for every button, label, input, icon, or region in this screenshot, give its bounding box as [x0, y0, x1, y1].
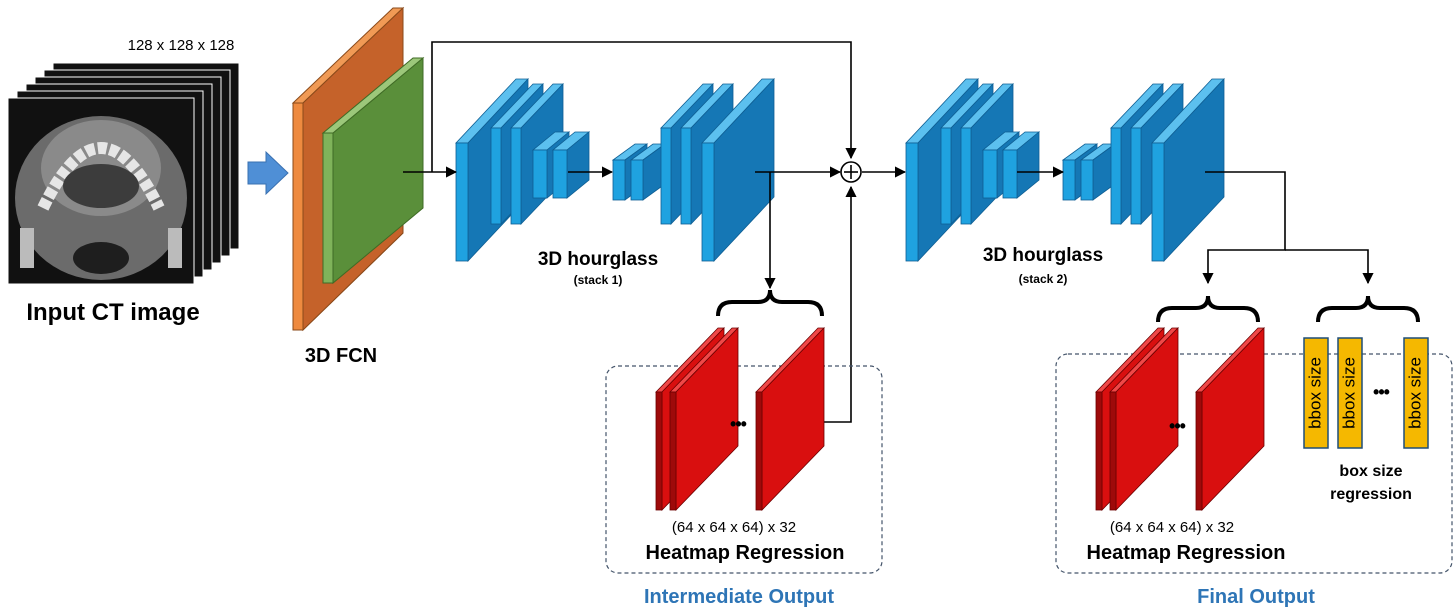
intermediate-output-box	[605, 365, 883, 574]
input-arrow-icon	[247, 150, 289, 196]
input-ct-label: Input CT image	[26, 299, 199, 326]
bbox-size-label: bbox size	[1339, 357, 1358, 429]
bbox-size-box: bbox size	[1337, 337, 1363, 449]
bbox-size-box: bbox size	[1403, 337, 1429, 449]
intermediate-dims: (64 x 64 x 64) x 32	[672, 519, 796, 536]
brace-intermediate-icon	[716, 289, 824, 317]
hourglass-layer	[629, 143, 667, 201]
heatmap-volume	[1109, 327, 1179, 511]
intermediate-heatmaps	[655, 327, 825, 511]
bbox-size-box: bbox size	[1303, 337, 1329, 449]
hourglass-layer	[1151, 77, 1225, 263]
box-size-regression-line1: box size	[1339, 463, 1402, 480]
box-size-regression-line2: regression	[1330, 486, 1412, 503]
hourglass-layer	[1079, 143, 1117, 201]
hourglass-layer	[551, 131, 591, 199]
fcn-label: 3D FCN	[305, 345, 377, 367]
hourglass1-title: 3D hourglass	[538, 249, 658, 270]
hourglass1-subtitle: (stack 1)	[574, 273, 623, 287]
final-heatmaps	[1095, 327, 1265, 511]
intermediate-heatmap-label: Heatmap Regression	[646, 542, 845, 564]
final-dims: (64 x 64 x 64) x 32	[1110, 519, 1234, 536]
heatmap-volume	[1195, 327, 1265, 511]
brace-final-heatmap-icon	[1156, 295, 1260, 323]
fcn-block	[291, 6, 425, 332]
heatmap-volume	[669, 327, 739, 511]
hourglass-layer	[1001, 131, 1041, 199]
bbox-size-label: bbox size	[1405, 357, 1424, 429]
ct-image-stack	[7, 62, 240, 285]
bbox-size-list: bbox size bbox size bbox size	[1303, 337, 1429, 449]
hourglass-layer	[701, 77, 775, 263]
final-ellipsis: •••	[1169, 416, 1186, 436]
intermediate-ellipsis: •••	[730, 414, 747, 434]
brace-final-bbox-icon	[1316, 295, 1420, 323]
hourglass-stack-2	[905, 77, 1225, 263]
heatmap-volume	[755, 327, 825, 511]
hourglass-stack-1	[455, 77, 775, 263]
sum-node-icon	[840, 161, 862, 183]
input-dims-label: 128 x 128 x 128	[128, 37, 235, 54]
intermediate-output-title: Intermediate Output	[644, 586, 834, 608]
ct-slice	[7, 97, 195, 285]
hourglass2-title: 3D hourglass	[983, 245, 1103, 266]
bbox-size-label: bbox size	[1305, 357, 1324, 429]
hourglass2-subtitle: (stack 2)	[1019, 272, 1068, 286]
bbox-ellipsis: •••	[1373, 382, 1390, 402]
final-output-title: Final Output	[1197, 586, 1315, 608]
final-heatmap-label: Heatmap Regression	[1087, 542, 1286, 564]
